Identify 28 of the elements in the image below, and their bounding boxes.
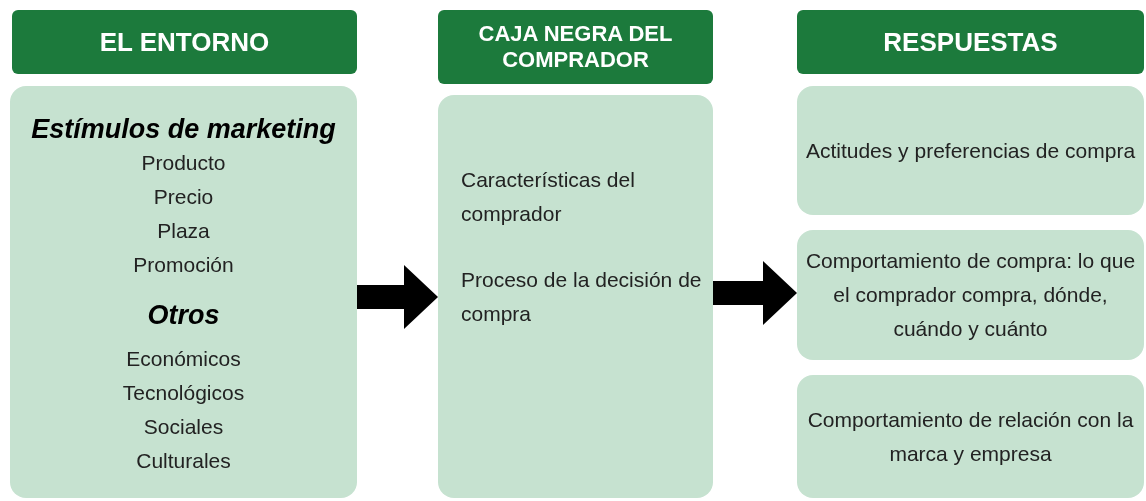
panel-text: Proceso de la decisión de compra [461,267,703,327]
response-text: Comportamiento de relación con la marca y empresa [806,406,1135,467]
block-arrow [713,261,797,325]
list-item: Promoción [133,252,234,278]
list-item: Plaza [157,218,210,244]
list-item: Económicos [126,346,241,372]
response-text: Actitudes y preferencias de compra [805,137,1136,164]
header-title: EL ENTORNO [99,29,270,55]
process-panel [438,95,713,498]
response-box [797,230,1144,360]
header-title: RESPUESTAS [883,29,1058,55]
list-item: Producto [141,150,226,176]
header-banner [797,10,1144,74]
list-item: Tecnológicos [122,380,245,406]
header-banner [12,10,357,74]
list-heading: Otros [147,299,220,332]
list-heading: Estímulos de marketing [31,113,336,146]
header-title: CAJA NEGRA DEL COMPRADOR [477,21,674,73]
block-arrow [357,265,438,329]
list-item: Sociales [143,414,224,440]
list-item: Culturales [136,448,231,474]
response-box [797,375,1144,498]
response-text: Comportamiento de compra: lo que el comprador compra, dónde, cuándo y cuánto [805,248,1136,342]
list-item: Precio [153,184,214,210]
response-box [797,86,1144,215]
panel-text: Características del comprador [461,167,636,227]
header-banner [438,10,713,84]
stimuli-panel [10,86,357,498]
